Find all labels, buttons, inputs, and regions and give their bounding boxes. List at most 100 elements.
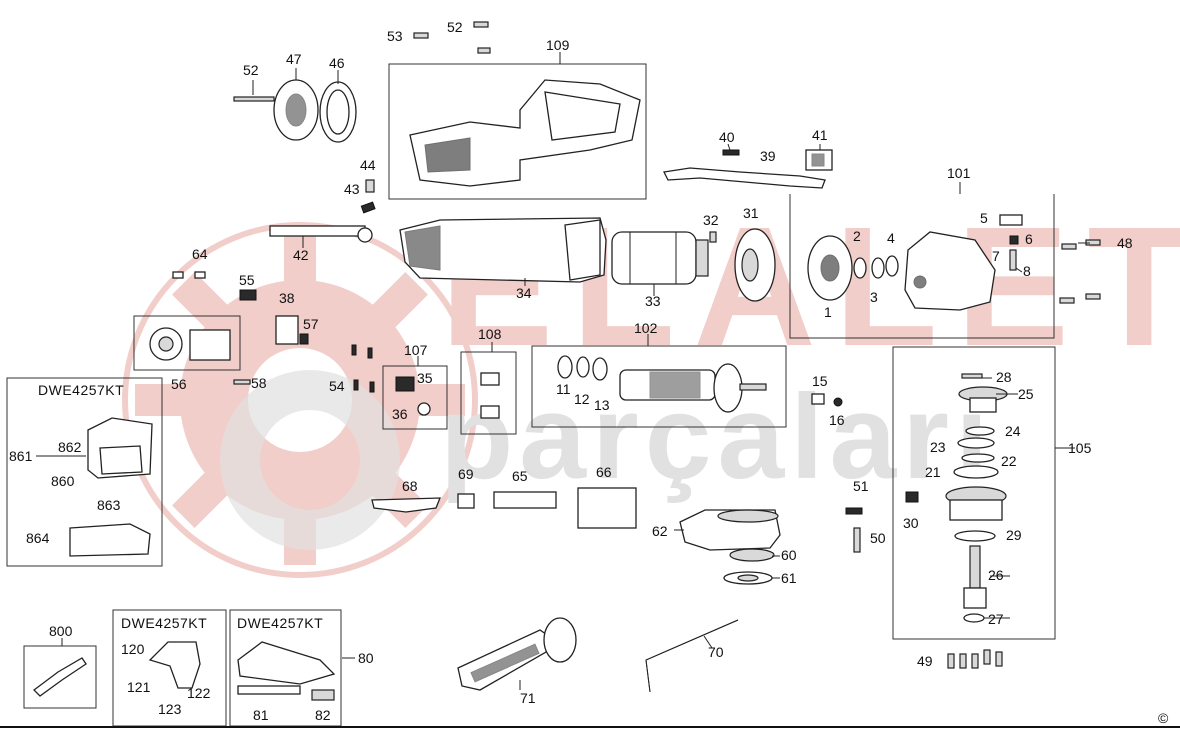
flange-60-icon [729, 548, 775, 562]
callout: 68 [402, 478, 418, 494]
washer-13-icon [592, 357, 608, 381]
callout: 123 [158, 701, 182, 717]
callout: 52 [447, 19, 463, 35]
callout: 864 [26, 530, 50, 546]
bearing-plate-1-icon [807, 235, 853, 301]
callout: 41 [812, 127, 828, 143]
screw-50-icon [853, 527, 861, 553]
fan-baffle-31-icon [734, 228, 776, 302]
callout: 800 [49, 623, 73, 639]
stator-33-icon [611, 231, 709, 285]
rear-ring-46-icon [319, 81, 357, 143]
oring-21-icon [953, 465, 999, 479]
switch-shaft-42-icon [269, 225, 373, 243]
callout: 46 [329, 55, 345, 71]
callout: 60 [781, 547, 797, 563]
callout: 69 [458, 466, 474, 482]
callout: 2 [853, 228, 861, 244]
rear-cap-47-icon [273, 79, 319, 141]
callout: 50 [870, 530, 886, 546]
lock-30-icon [905, 491, 919, 503]
gear-29-icon [945, 486, 1007, 521]
spring-36-icon [417, 402, 431, 416]
callout: 13 [594, 397, 610, 413]
washer-12-icon [576, 356, 590, 378]
callout: 53 [387, 28, 403, 44]
screw-53-icon [413, 32, 429, 39]
oring-lower-icon [954, 530, 996, 542]
ring-2-icon [853, 257, 867, 279]
callout: 43 [344, 181, 360, 197]
side-handle-120-icon [148, 641, 201, 689]
connector-57-icon [299, 333, 309, 345]
callout: 54 [329, 378, 345, 394]
spring-6-icon [1009, 235, 1019, 245]
callout: 101 [947, 165, 971, 181]
callout: 42 [293, 247, 309, 263]
armature-102-icon [619, 363, 767, 413]
callout: 49 [917, 653, 933, 669]
callout: 105 [1068, 440, 1092, 456]
spring-40-icon [722, 149, 740, 156]
callout: 61 [781, 570, 797, 586]
callout: 28 [996, 369, 1012, 385]
callout: 107 [404, 342, 428, 358]
callout: 3 [870, 289, 878, 305]
callout: 23 [930, 439, 946, 455]
callout: 47 [286, 51, 302, 67]
spindle-26-icon [963, 545, 987, 609]
switch-55-icon [239, 289, 257, 301]
callout: 29 [1006, 527, 1022, 543]
screws-49-icon [947, 649, 1003, 669]
screws-54-icon [351, 344, 375, 393]
callout: 40 [719, 129, 735, 145]
nut-16-icon [833, 397, 843, 407]
callout: 26 [988, 567, 1004, 583]
label-68-icon [371, 497, 441, 513]
callout: 44 [360, 157, 376, 173]
callout: 51 [853, 478, 869, 494]
callout: 860 [51, 473, 75, 489]
clip-27-icon [963, 613, 985, 623]
callout: 33 [645, 293, 661, 309]
ring-3-icon [871, 257, 885, 279]
lock-button-5-icon [999, 214, 1023, 226]
hex-key-70-icon [645, 619, 739, 693]
callout: 56 [171, 376, 187, 392]
seal-28-icon [961, 373, 983, 379]
callout: 27 [988, 611, 1004, 627]
bearing-11-icon [557, 355, 573, 379]
accessory-800-icon [23, 645, 97, 709]
electronics-56-icon [149, 327, 231, 361]
callout: 81 [253, 707, 269, 723]
callout: 102 [634, 320, 658, 336]
callout: 21 [925, 464, 941, 480]
callout: 80 [358, 650, 374, 666]
callout: 109 [546, 37, 570, 53]
callout: 862 [58, 439, 82, 455]
screw-44-icon [365, 179, 375, 193]
motor-housing-34-icon [399, 217, 607, 283]
callout: 48 [1117, 235, 1133, 251]
brush-holder-35-icon [395, 376, 415, 392]
leader-lines [36, 52, 1090, 690]
ring-4-icon [885, 255, 899, 277]
screw-51-icon [845, 507, 863, 515]
switch-41-icon [805, 149, 833, 171]
callout: 66 [596, 464, 612, 480]
callout: 32 [703, 212, 719, 228]
ring-24-icon [965, 426, 995, 436]
callout: 82 [315, 707, 331, 723]
callout: 36 [392, 406, 408, 422]
group-boxes [0, 63, 1180, 728]
callout: 39 [760, 148, 776, 164]
callout: 62 [652, 523, 668, 539]
spring-7-8-icon [1009, 249, 1017, 271]
callout: 31 [743, 205, 759, 221]
callout: 38 [279, 290, 295, 306]
callout: 121 [127, 679, 151, 695]
callout: 64 [192, 246, 208, 262]
callout: 30 [903, 515, 919, 531]
label-65-icon [493, 491, 557, 509]
